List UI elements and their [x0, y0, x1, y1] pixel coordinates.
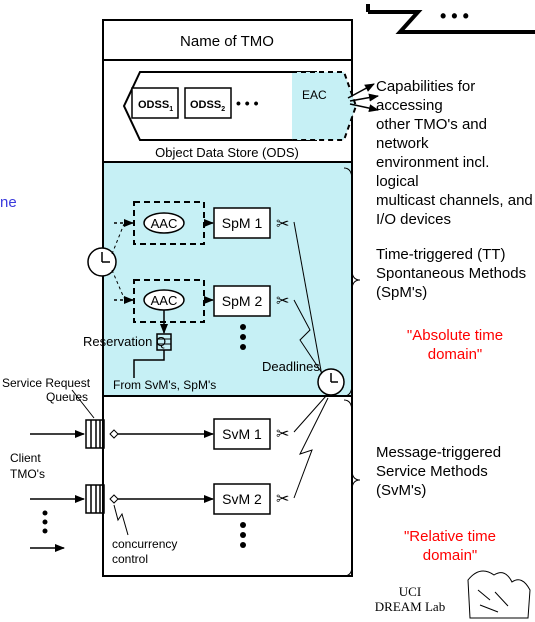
ods-caption: Object Data Store (ODS): [155, 145, 299, 160]
eac-arrows: [347, 83, 379, 113]
svm-description: Message-triggered Service Methods (SvM's…: [376, 443, 501, 500]
capabilities-line-4: multicast channels, and: [376, 192, 533, 209]
client-label-1: Client: [10, 451, 41, 465]
ods-section: ODSS1 ODSS2 • • • EAC Object Data Store …: [103, 71, 358, 163]
footer-line-2: DREAM Lab: [374, 599, 446, 614]
deadlines-label: Deadlines: [262, 359, 320, 374]
uci-dream-lab-label: UCI DREAM Lab: [355, 584, 465, 614]
spm-desc-line-2: Spontaneous Methods: [376, 265, 527, 282]
eac-box: [292, 71, 358, 141]
braces: [343, 167, 361, 577]
client-arrows: [30, 430, 85, 552]
odss-2-box: [184, 87, 232, 119]
spm-1-label: SpM 1: [222, 215, 263, 231]
svm-2-box: [213, 483, 271, 515]
svm-desc-line-3: (SvM's): [376, 482, 427, 499]
spm-desc-line-1: Time-triggered (TT): [376, 246, 506, 263]
from-label: From SvM's, SpM's: [113, 378, 216, 392]
ods-ellipsis: • • •: [236, 95, 259, 111]
spm-2-label: SpM 2: [222, 293, 263, 309]
spm-1-row: AAC SpM 1: [114, 201, 271, 245]
reservation-q-label: Reservation Q: [83, 334, 166, 349]
spm-2-box: [213, 285, 271, 317]
svg-text:✂: ✂: [276, 216, 289, 233]
odss-1-box: [131, 87, 179, 119]
network-ellipsis: • • •: [440, 6, 469, 26]
concurrency-zigzag: [113, 504, 129, 536]
absolute-time-domain: "Absolute time domain": [385, 326, 525, 364]
capabilities-line-2: other TMO's and network: [376, 116, 487, 152]
spm-1-box: [213, 207, 271, 239]
capabilities-line-3: environment incl. logical: [376, 154, 490, 190]
svm-desc-line-2: Service Methods: [376, 463, 488, 480]
deadline-links: [293, 221, 329, 499]
client-more-dots: [42, 510, 48, 534]
spm-desc-line-3: (SpM's): [376, 284, 428, 301]
concurrency-label-1: concurrency: [112, 537, 177, 551]
relative-domain-line-2: domain": [422, 547, 478, 564]
aac-2-label: AAC: [151, 293, 178, 308]
aac-1-oval: [143, 212, 185, 234]
relative-time-domain: "Relative time domain": [380, 527, 520, 565]
concurrency-label-2: control: [112, 552, 148, 566]
tmo-name: Name of TMO: [180, 33, 274, 50]
uci-dream-lab-logo: [467, 570, 531, 619]
client-label-2: TMO's: [10, 467, 45, 481]
svm-more-dots: [240, 522, 246, 548]
service-request-queues: [71, 389, 105, 514]
svm-1-row: SvM 1: [109, 418, 271, 450]
service-request-label-2: Queues: [46, 390, 88, 404]
spm-more-dots: [240, 324, 246, 350]
svm-2-row: SvM 2: [109, 483, 271, 515]
eac-label: EAC: [302, 88, 327, 102]
absolute-domain-line-2: domain": [427, 346, 483, 363]
svg-text:✂: ✂: [276, 293, 289, 310]
service-request-label-1: Service Request: [2, 376, 91, 390]
odss-1-label: ODSS1: [138, 99, 173, 113]
deadline-clock-icon: [317, 368, 345, 396]
capabilities-text: Capabilities for accessing other TMO's a…: [376, 77, 535, 229]
clock-icon: [87, 223, 125, 299]
network-shape: [366, 4, 535, 34]
svg-text:✂: ✂: [276, 491, 289, 508]
aac-1-label: AAC: [151, 216, 178, 231]
relative-domain-line-1: "Relative time: [403, 528, 497, 545]
reservation-queue: [133, 310, 172, 378]
odss-2-label: ODSS2: [190, 99, 225, 113]
left-edge-text: ne: [0, 194, 17, 211]
absolute-domain-line-1: "Absolute time: [406, 327, 504, 344]
spm-description: Time-triggered (TT) Spontaneous Methods …: [376, 245, 526, 302]
footer-line-1: UCI: [398, 584, 422, 599]
svm-1-box: [213, 418, 271, 450]
svm-2-label: SvM 2: [222, 491, 262, 507]
spm-2-row: AAC SpM 2: [114, 279, 271, 323]
svm-1-label: SvM 1: [222, 426, 262, 442]
capabilities-line-5: I/O devices: [376, 211, 452, 228]
capabilities-line-1: Capabilities for accessing: [376, 78, 476, 114]
scissors-icons: ✂ ✂ ✂ ✂: [276, 216, 289, 508]
svm-desc-line-1: Message-triggered: [376, 444, 502, 461]
svg-text:✂: ✂: [276, 426, 289, 443]
